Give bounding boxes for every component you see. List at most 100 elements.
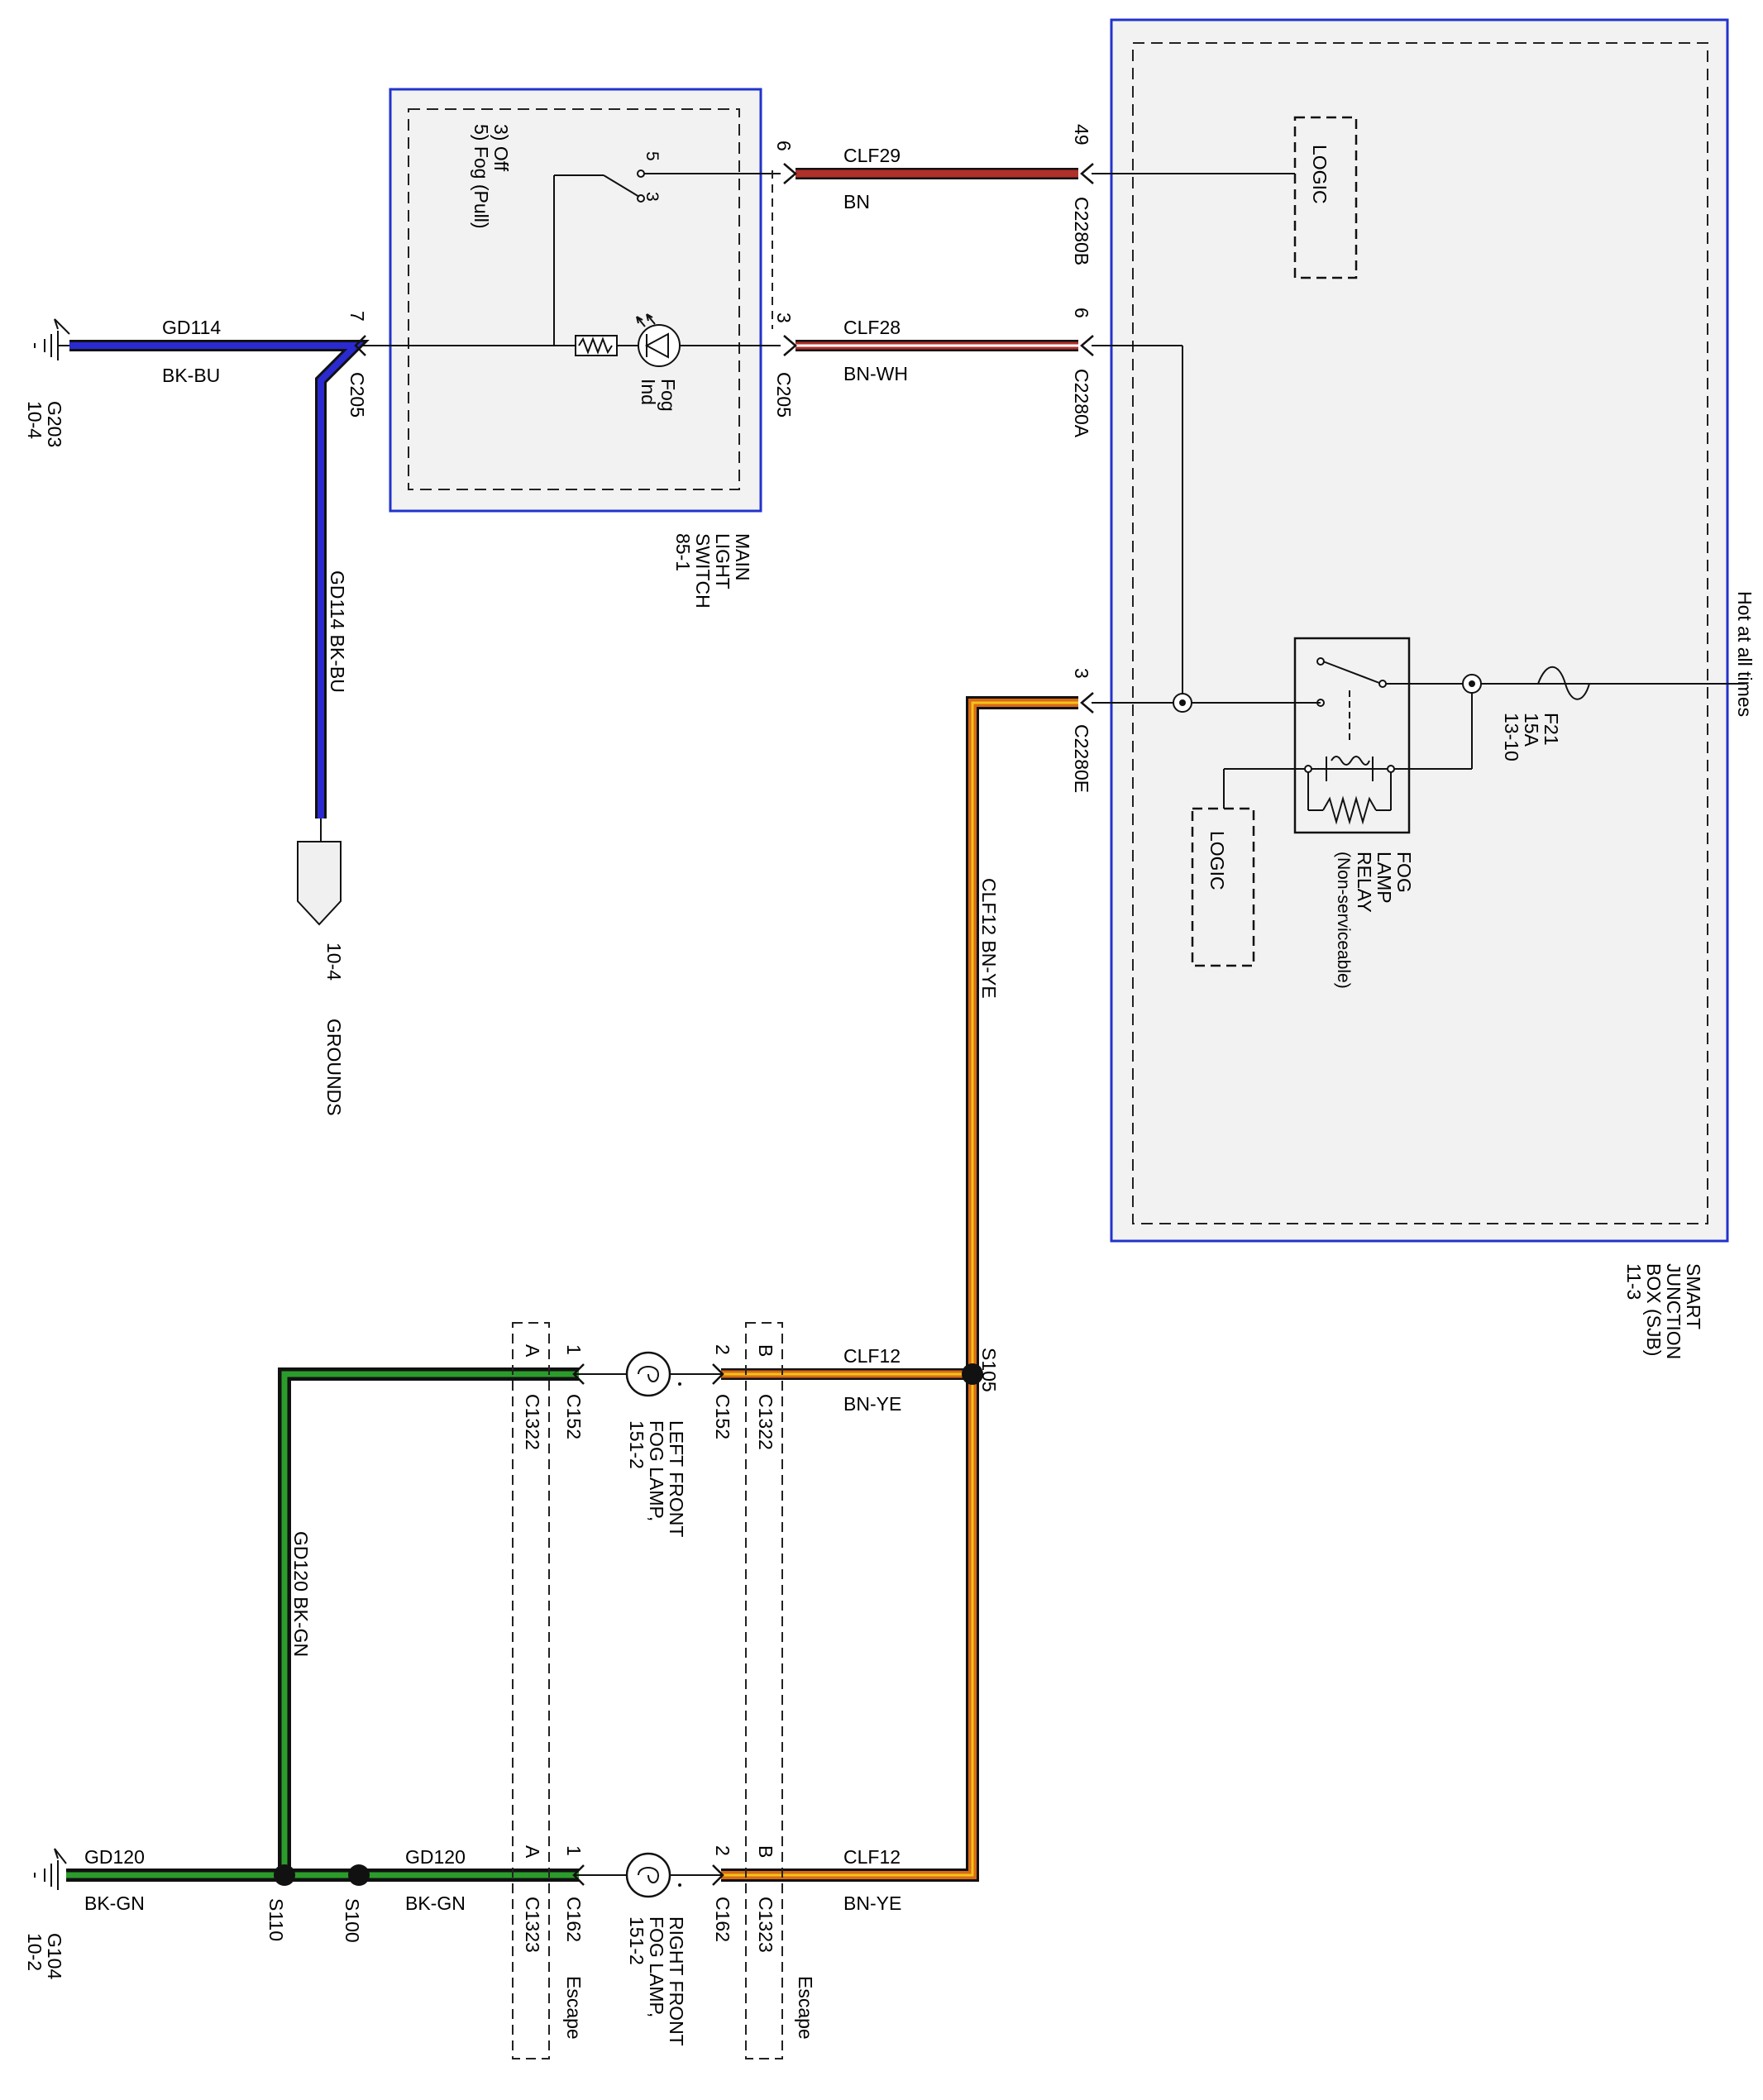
c162-pin-2: 2: [712, 1845, 733, 1856]
svg-text:JUNCTION: JUNCTION: [1663, 1263, 1684, 1359]
wire-clf28: CLF28 BN-WH: [796, 317, 1078, 384]
clf12-left-color: BN-YE: [843, 1393, 901, 1415]
grounds-page-reference: 10-4 GROUNDS: [297, 819, 345, 1116]
svg-text:MAIN: MAIN: [732, 533, 753, 581]
svg-text:F21: F21: [1541, 713, 1562, 746]
svg-text:S110: S110: [265, 1898, 287, 1941]
fuse-f21-label: F21 15A 13-10: [1501, 713, 1562, 761]
c2280a-label: C2280A: [1071, 369, 1092, 438]
svg-text:FOG: FOG: [1393, 852, 1415, 893]
fog-lamp-relay-label: FOG LAMP RELAY (Non-serviceable): [1334, 852, 1415, 989]
grounds-ref-title: GROUNDS: [323, 1019, 345, 1116]
escape-a-label: Escape: [563, 1976, 585, 2040]
fog-lamp-right-label: FOG LAMP, RIGHT FRONT 151-2: [626, 1916, 687, 2046]
svg-text:11-3: 11-3: [1623, 1263, 1645, 1300]
gd120-mid-color: BK-GN: [405, 1892, 466, 1914]
svg-text:85-1: 85-1: [672, 533, 694, 571]
svg-text:S105: S105: [978, 1348, 1000, 1392]
c2280a-pin: 6: [1071, 308, 1092, 318]
svg-text:RIGHT FRONT: RIGHT FRONT: [666, 1916, 687, 2046]
c1323-b-label: C1323: [755, 1897, 776, 1953]
clf29-color: BN: [843, 191, 870, 212]
gd114-top-color: BK-BU: [162, 365, 220, 386]
fuse-f21: F21 15A 13-10: [1501, 666, 1590, 761]
svg-text:SWITCH: SWITCH: [692, 533, 714, 609]
main-light-switch-title: MAIN LIGHT SWITCH 85-1: [672, 533, 753, 609]
sjb-title: SMART JUNCTION BOX (SJB) 11-3: [1623, 1263, 1704, 1359]
svg-text:BOX (SJB): BOX (SJB): [1643, 1263, 1665, 1356]
splice-s100: S100: [342, 1864, 370, 1943]
hot-at-all-times-label: Hot at all times: [1734, 591, 1756, 717]
splice-s105: S105: [962, 1348, 1000, 1392]
svg-text:FOG LAMP,: FOG LAMP,: [646, 1420, 667, 1521]
wire-gd120: GD120 BK-GN GD120 BK-GN GD120 BK-GN: [66, 1367, 579, 1914]
svg-text:3) Off: 3) Off: [490, 124, 512, 172]
clf29-circuit: CLF29: [843, 145, 901, 166]
sjb-internal-wiring: [1092, 173, 1745, 809]
gd120-mid-circuit: GD120: [405, 1846, 466, 1868]
escape-b-label: Escape: [795, 1976, 816, 2040]
c162-pin-1: 1: [563, 1845, 585, 1856]
svg-text:RELAY: RELAY: [1354, 852, 1375, 913]
svg-text:SMART: SMART: [1683, 1263, 1704, 1329]
c1323-a-label: C1323: [522, 1897, 543, 1953]
c2280e-label: C2280E: [1071, 724, 1092, 793]
c1322-pin-b: B: [755, 1344, 776, 1357]
wire-clf12: CLF12 BN-YE CLF12 BN-YE CLF12 BN-YE: [721, 696, 1078, 1914]
fog-lamp-left-front: FOG LAMP, LEFT FRONT 151-2: [574, 1351, 723, 1537]
c152-pin-2: 2: [712, 1344, 733, 1355]
switch-contact: 5 3: [603, 151, 662, 203]
resistor-icon: [575, 335, 618, 356]
svg-text:LAMP: LAMP: [1374, 852, 1395, 904]
splice-s110: S110: [265, 1864, 295, 1941]
connector-c1322-b: [745, 1322, 783, 2059]
connector-arrows: [354, 163, 1094, 1886]
ground-g203: G203 10-4: [24, 318, 70, 447]
c205-left-label: C205: [346, 372, 368, 418]
clf28-circuit: CLF28: [843, 317, 901, 338]
gd120-left-circuit: GD120: [84, 1846, 145, 1868]
svg-text:15A: 15A: [1521, 713, 1542, 747]
svg-text:Ind: Ind: [638, 379, 659, 405]
gd120-vertical-label: GD120 BK-GN: [290, 1531, 312, 1657]
c152-b-label: C152: [712, 1394, 733, 1439]
svg-text:151-2: 151-2: [626, 1420, 647, 1469]
svg-text:FOG LAMP,: FOG LAMP,: [646, 1916, 667, 2017]
c2280b-label: C2280B: [1071, 197, 1092, 265]
c1322-b-label: C1322: [755, 1394, 776, 1450]
g104-label: G104: [44, 1933, 65, 1979]
svg-text:151-2: 151-2: [626, 1916, 647, 1965]
svg-text:5) Fog (Pull): 5) Fog (Pull): [471, 124, 492, 229]
clf12-vertical-label: CLF12 BN-YE: [978, 878, 1000, 999]
c162-a-label: C162: [563, 1897, 585, 1942]
gd120-left-color: BK-GN: [84, 1892, 145, 1914]
g203-page: 10-4: [24, 401, 45, 439]
sjb-internal-splice-b: [1462, 674, 1482, 694]
clf12-right-circuit: CLF12: [843, 1846, 901, 1868]
fog-lamp-relay: FOG LAMP RELAY (Non-serviceable): [1293, 637, 1415, 989]
svg-text:(Non-serviceable): (Non-serviceable): [1334, 852, 1353, 989]
connector-c1322-a: [512, 1322, 550, 2059]
main-light-switch: MAIN LIGHT SWITCH 85-1 3) Off 5) Fog (Pu…: [356, 88, 781, 609]
c152-pin-1: 1: [563, 1344, 585, 1355]
logic-mid-label: LOGIC: [1206, 831, 1228, 890]
fog-indicator-icon: [636, 313, 681, 367]
clf12-right-color: BN-YE: [843, 1892, 901, 1914]
svg-text:LEFT FRONT: LEFT FRONT: [666, 1420, 687, 1537]
c2280e-pin: 3: [1071, 668, 1092, 679]
clf28-color: BN-WH: [843, 363, 908, 384]
c205-right-pin-3: 3: [773, 313, 795, 323]
svg-text:13-10: 13-10: [1501, 713, 1522, 761]
g203-label: G203: [44, 401, 65, 447]
smart-junction-box: SMART JUNCTION BOX (SJB) 11-3: [1110, 18, 1729, 1359]
wire-clf29: CLF29 BN: [796, 145, 1078, 212]
c205-right-label: C205: [773, 372, 795, 418]
c1323-pin-b: B: [755, 1845, 776, 1858]
c1322-a-label: C1322: [522, 1394, 543, 1450]
wire-gd114: GD114 BK-BU GD114 BK-BU: [69, 317, 370, 819]
svg-text:S100: S100: [342, 1898, 363, 1943]
switch-internal-wires: [356, 173, 781, 346]
sjb-internal-splice-a: [1173, 693, 1192, 713]
fog-lamp-left-label: FOG LAMP, LEFT FRONT 151-2: [626, 1420, 687, 1537]
